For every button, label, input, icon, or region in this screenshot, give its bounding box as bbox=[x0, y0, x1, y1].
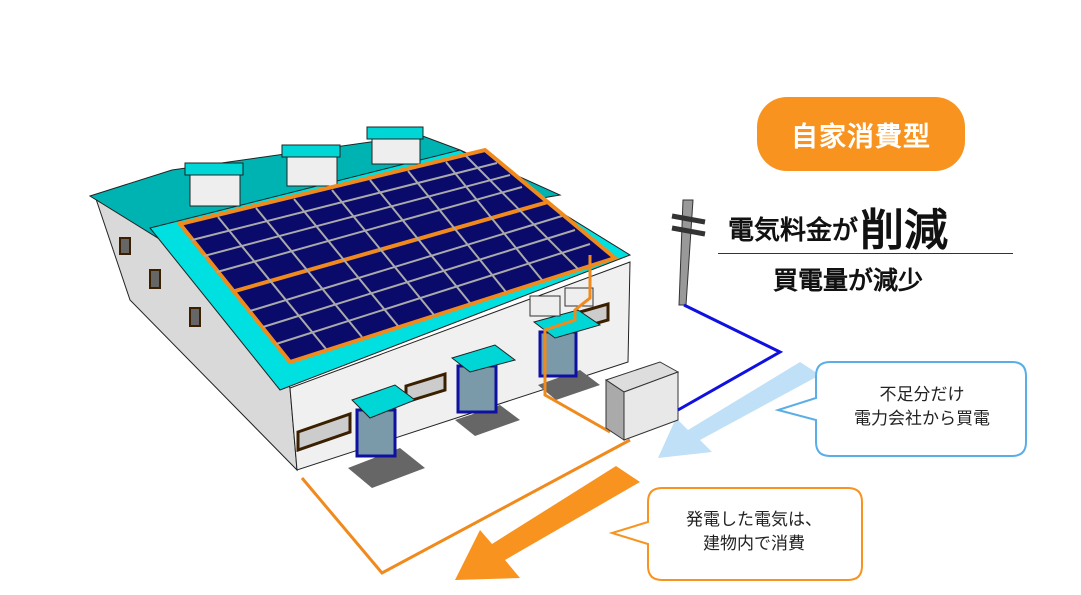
entrance-door bbox=[450, 344, 520, 436]
solar-wiring bbox=[543, 255, 611, 434]
callout-line: 建物内で消費 bbox=[703, 534, 805, 554]
callout-grid-purchase-text: 不足分だけ 電力会社から買電 bbox=[818, 383, 1026, 431]
headline-divider bbox=[718, 253, 1013, 254]
headline-prefix: 電気料金が bbox=[728, 216, 859, 246]
callout-self-consumption-text: 発電した電気は、 建物内で消費 bbox=[648, 508, 860, 556]
callout-grid-purchase bbox=[774, 361, 1027, 457]
window bbox=[119, 237, 131, 255]
roof-vent bbox=[366, 126, 424, 165]
headline-subtitle: 買電量が減少 bbox=[773, 266, 924, 295]
callout-line: 発電した電気は、 bbox=[686, 510, 822, 530]
scheme-badge-label: 自家消費型 bbox=[791, 121, 931, 153]
power-conditioner bbox=[529, 295, 561, 317]
callout-self-consumption bbox=[608, 487, 863, 581]
roof-vent bbox=[281, 144, 341, 187]
building-wiring bbox=[300, 438, 631, 575]
grid-purchase-arrow bbox=[658, 362, 820, 458]
scheme-badge: 自家消費型 bbox=[757, 97, 965, 171]
window bbox=[296, 411, 352, 453]
self-consumption-arrow bbox=[455, 466, 640, 580]
headline: 電気料金が 削減 bbox=[728, 197, 948, 253]
callout-line: 不足分だけ bbox=[879, 385, 965, 405]
grid-power-line bbox=[677, 303, 784, 412]
window bbox=[149, 269, 161, 289]
roof-vent bbox=[184, 162, 244, 207]
power-cabinet bbox=[604, 361, 680, 441]
utility-pole bbox=[671, 199, 706, 306]
window bbox=[189, 307, 201, 327]
callout-line: 電力会社から買電 bbox=[854, 409, 990, 429]
headline-emphasis: 削減 bbox=[860, 205, 949, 256]
solar-panel-array bbox=[176, 147, 620, 365]
entrance-door bbox=[348, 384, 425, 488]
